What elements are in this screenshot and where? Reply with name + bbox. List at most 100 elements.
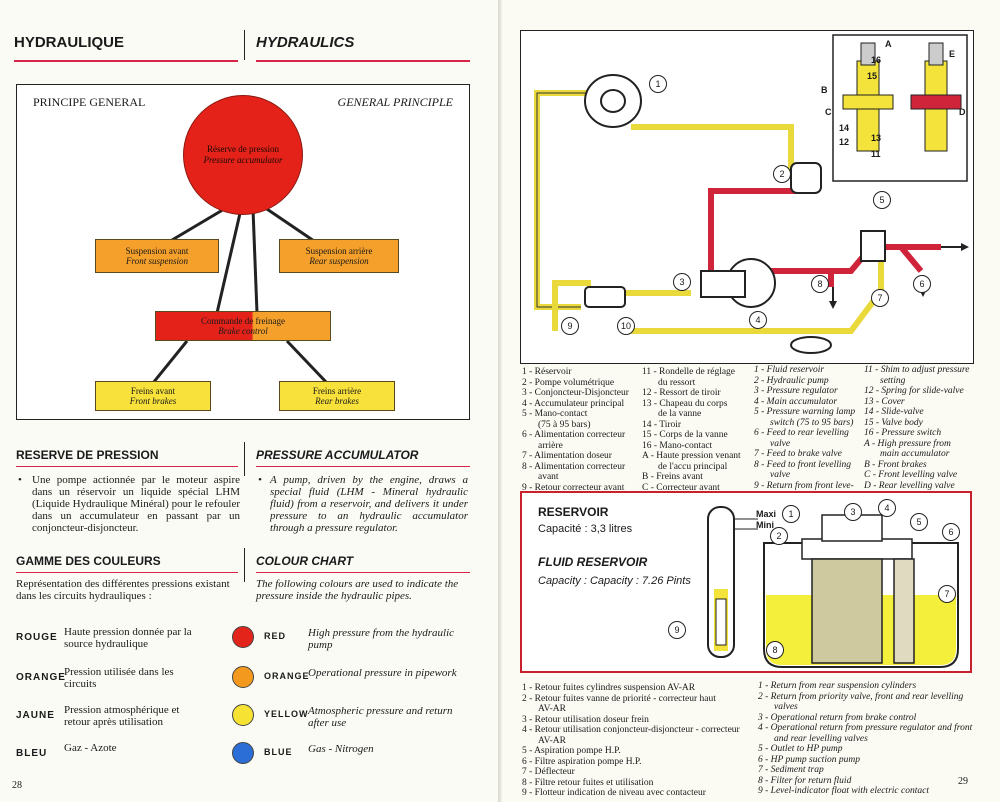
section-divider-1 [244, 442, 245, 476]
callout-d: D [959, 107, 966, 117]
legend-line: 5 - Outlet to HP pump [758, 744, 843, 754]
diagram-connectors [151, 203, 329, 385]
legend-line: valve [770, 470, 791, 480]
colours-rule-en [256, 572, 470, 573]
legend-line: 3 - Operational return from brake contro… [758, 712, 917, 723]
callout-10: 10 [617, 317, 635, 335]
reservoir-callout: 6 [942, 523, 960, 541]
legend-line: 16 - Pressure switch [864, 428, 942, 438]
book-spine [498, 0, 502, 802]
legend-line: 3 - Retour utilisation doseur frein [522, 714, 649, 725]
callout-2: 2 [773, 165, 791, 183]
legend-line: 13 - Cover [864, 396, 905, 407]
reservoir-capacity-fr: Capacité : 3,3 litres [538, 523, 633, 535]
legend-line: 2 - Return from priority valve, front an… [758, 691, 964, 702]
legend-line: 3 - Pressure regulator [754, 386, 838, 396]
legend-line: AV-AR [538, 704, 566, 714]
front-suspension-fr: Suspension avant [125, 246, 189, 256]
callout-e: E [949, 49, 956, 59]
legend-line: valves [774, 702, 798, 712]
colour-swatch [232, 626, 254, 648]
legend-line: 8 - Filtre retour fuites et utilisation [522, 777, 654, 788]
legend-line: main accumulator [880, 449, 950, 459]
callout-1: 1 [649, 75, 667, 93]
brake-control-node: Commande de freinage Brake control [155, 311, 331, 341]
legend-line: de la vanne [658, 409, 702, 419]
colours-heading-en: COLOUR CHART [256, 554, 354, 568]
rear-brakes-en: Rear brakes [315, 396, 359, 406]
reservoir-heading-fr: RESERVOIR [538, 505, 609, 519]
legend-line: 9 - Return from front leve- [754, 480, 854, 491]
legend-line: 5 - Aspiration pompe H.P. [522, 746, 621, 756]
reserve-text-fr: •Une pompe actionnée par le moteur aspir… [18, 474, 241, 534]
title-divider [244, 30, 245, 60]
legend-line: 16 - Mano-contact [642, 440, 713, 451]
callout-13: 13 [871, 133, 882, 143]
legend-line: 15 - Corps de la vanne [642, 430, 728, 440]
reservoir-callout: 4 [878, 499, 896, 517]
callout-7: 7 [871, 289, 889, 307]
legend-line: 8 - Filter for return fluid [758, 775, 852, 786]
legend-line: 1 - Return from rear suspension cylinder… [758, 681, 917, 691]
legend-line: 8 - Feed to front levelling [754, 459, 851, 470]
legend-line: 6 - HP pump suction pump [758, 754, 860, 765]
front-suspension-node: Suspension avant Front suspension [95, 239, 219, 273]
legend-line: valve [770, 438, 791, 449]
legend-line: setting [880, 375, 906, 386]
legend-line: 4 - Retour utilisation conjoncteur-disjo… [522, 725, 740, 735]
reserve-heading-fr: RESERVE DE PRESSION [16, 448, 159, 462]
reservoir-capacity-en: Capacity : Capacity : 7.26 Pints [538, 575, 691, 587]
colour-name-en: BLUE [264, 747, 293, 757]
front-brakes-node: Freins avant Front brakes [95, 381, 211, 411]
reserve-paragraph-fr: Une pompe actionnée par le moteur aspire… [32, 474, 241, 534]
colour-desc-en: Gas - Nitrogen [308, 743, 374, 755]
callout-11: 11 [871, 149, 881, 159]
reservoir-legend-en: 1 - Return from rear suspension cylinder… [758, 681, 972, 797]
colour-name-fr: ROUGE [16, 632, 58, 643]
page-title-en: HYDRAULICS [256, 34, 355, 51]
title-rule-fr [14, 60, 238, 62]
legend-line: 4 - Operational return from pressure reg… [758, 723, 973, 733]
rear-brakes-node: Freins arrière Rear brakes [279, 381, 395, 411]
legend-line: 6 - Filtre aspiration pompe H.P. [522, 756, 642, 767]
legend-line: 7 - Déflecteur [522, 767, 575, 777]
legend-line: 7 - Feed to brake valve [754, 449, 842, 459]
reservoir-callout: 7 [938, 585, 956, 603]
legend-line: 11 - Shim to adjust pressure [864, 365, 970, 375]
page-number-right: 29 [958, 776, 968, 787]
reserve-rule-fr [16, 466, 238, 467]
reserve-text-en: •A pump, driven by the engine, draws a s… [258, 474, 468, 534]
callout-b: B [821, 85, 828, 95]
legend-line: switch (75 to 95 bars) [770, 417, 854, 428]
legend-line: de l'accu principal [658, 461, 728, 472]
callout-9: 9 [561, 317, 579, 335]
colour-name-en: YELLOW [264, 709, 309, 719]
legend-line: 2 - Hydraulic pump [754, 375, 829, 386]
legend-line: 6 - Alimentation correcteur [522, 430, 626, 440]
rear-suspension-en: Rear suspension [309, 256, 369, 266]
title-rule-en [256, 60, 470, 62]
brake-control-en: Brake control [218, 326, 268, 336]
diagram-heading-en: GENERAL PRINCIPLE [337, 95, 453, 109]
callout-14: 14 [839, 123, 850, 133]
legend-line: and rear levelling valves [774, 733, 868, 744]
legend-line: 14 - Tiroir [642, 419, 682, 430]
page-title-fr: HYDRAULIQUE [14, 34, 125, 51]
legend-line: 9 - Flotteur indication de niveau avec c… [522, 788, 706, 798]
legend-line: 5 - Pressure warning lamp [754, 407, 856, 417]
legend-line: 2 - Pompe volumétrique [522, 377, 615, 388]
reservoir-callout: 8 [766, 641, 784, 659]
colour-desc-fr: Pression atmosphérique et retour après u… [64, 704, 180, 728]
reserve-rule-en [256, 466, 470, 467]
section-divider-2 [244, 548, 245, 582]
circuit-drawing [534, 34, 969, 354]
legend-line: 4 - Main accumulator [754, 396, 838, 407]
reservoir-heading-en: FLUID RESERVOIR [538, 555, 648, 569]
legend-line: AV-AR [538, 735, 566, 746]
rear-brakes-fr: Freins arrière [312, 386, 362, 396]
legend-line: 15 - Valve body [864, 417, 923, 428]
reservoir-callout: 5 [910, 513, 928, 531]
